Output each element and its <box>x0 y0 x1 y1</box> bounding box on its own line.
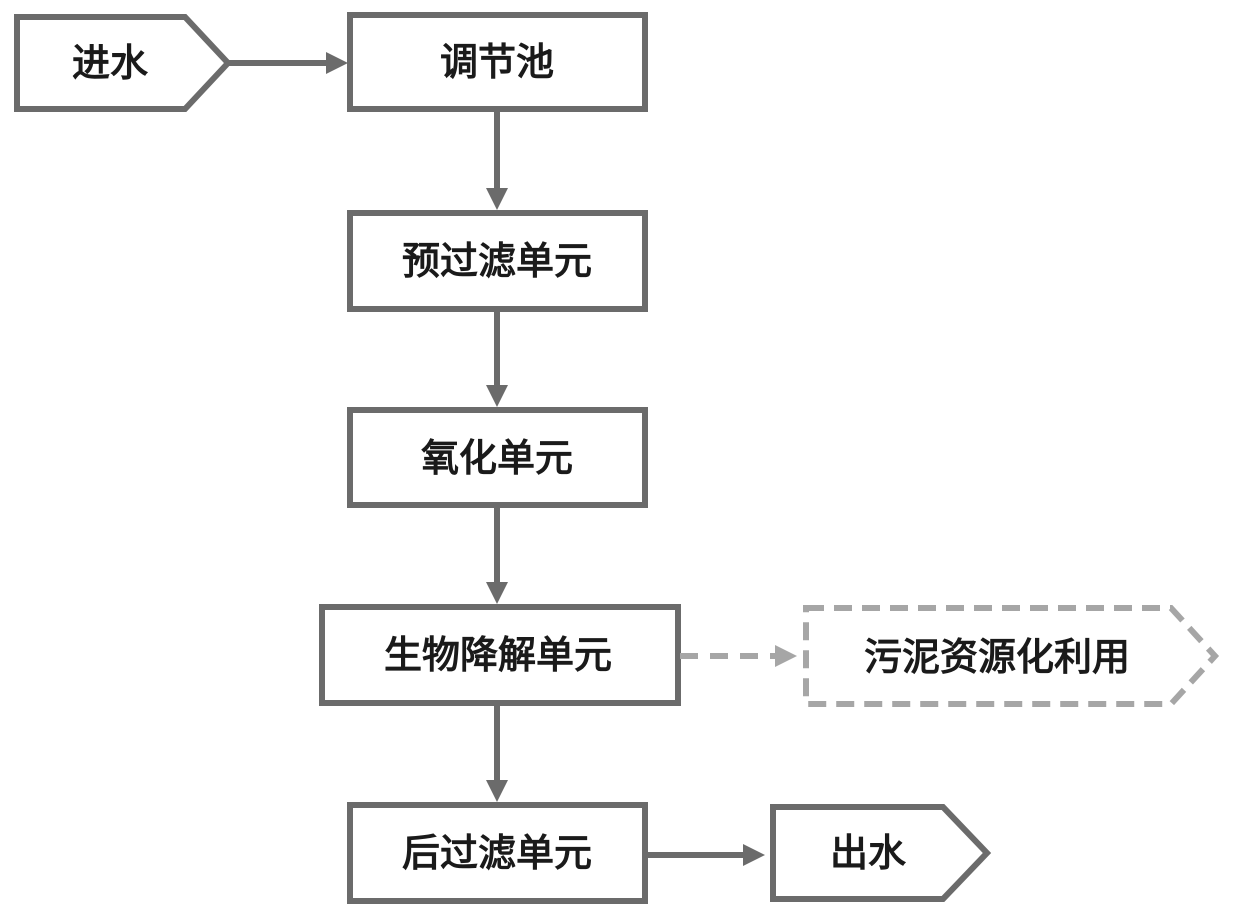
oxidation-unit-label: 氧化单元 <box>421 436 573 480</box>
prefiltration-unit-label: 预过滤单元 <box>402 239 592 283</box>
sludge-reuse-label: 污泥资源化利用 <box>864 635 1130 679</box>
arrow-biodegradation-to-sludge-reuse <box>680 645 797 667</box>
sludge-reuse-shape <box>803 605 1220 707</box>
oxidation-unit-box <box>347 407 648 508</box>
equalization-tank-label: 调节池 <box>440 40 554 84</box>
postfiltration-unit-node: 后过滤单元 <box>347 802 648 904</box>
inlet-shape <box>14 14 233 112</box>
oxidation-unit-node: 氧化单元 <box>347 407 648 508</box>
outlet-shape <box>770 804 992 902</box>
arrow-postfiltration-to-outlet <box>645 844 765 866</box>
outlet-node: 出水 <box>770 804 992 902</box>
equalization-tank-node: 调节池 <box>347 12 648 112</box>
outlet-label: 出水 <box>830 831 907 875</box>
prefiltration-unit-box <box>347 210 648 312</box>
arrow-biodegradation-to-postfiltration <box>486 703 508 802</box>
arrow-oxidation-to-biodegradation <box>486 505 508 604</box>
biodegradation-unit-node: 生物降解单元 <box>319 604 681 706</box>
postfiltration-unit-box <box>347 802 648 904</box>
postfiltration-unit-label: 后过滤单元 <box>402 831 592 875</box>
biodegradation-unit-label: 生物降解单元 <box>384 633 612 677</box>
inlet-label: 进水 <box>72 41 149 85</box>
biodegradation-unit-box <box>319 604 681 706</box>
arrow-prefiltration-to-oxidation <box>486 309 508 407</box>
arrow-equalization-to-prefiltration <box>486 109 508 210</box>
inlet-node: 进水 <box>14 14 233 112</box>
prefiltration-unit-node: 预过滤单元 <box>347 210 648 312</box>
arrow-inlet-to-equalization <box>228 52 348 74</box>
sludge-reuse-node: 污泥资源化利用 <box>803 605 1220 707</box>
equalization-tank-box <box>347 12 648 112</box>
